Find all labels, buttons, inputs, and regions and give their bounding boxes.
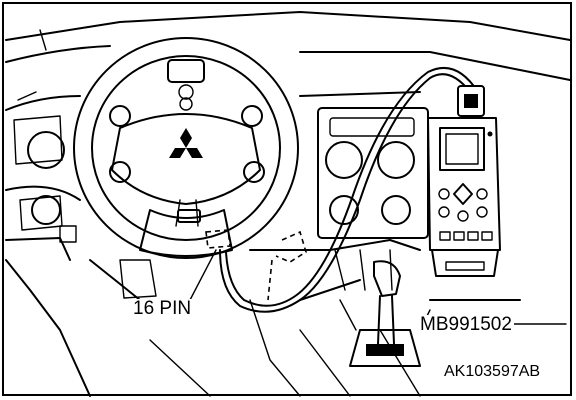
mitsubishi-logo-icon [169, 128, 203, 158]
tool-label: MB991502 [418, 314, 514, 335]
gear-shift-icon [339, 260, 431, 367]
steering-wheel-icon [73, 37, 299, 259]
floor-area [119, 259, 301, 397]
scan-tool-icon [427, 85, 501, 277]
connector-leader-line [189, 249, 217, 301]
diagnostic-connector [205, 229, 307, 301]
tool-cable [219, 67, 479, 313]
connector-label: 16 PIN [131, 298, 194, 319]
figure-id: AK103597AB [442, 363, 543, 380]
dashboard-outline [5, 11, 571, 397]
diagram-frame [2, 2, 572, 396]
